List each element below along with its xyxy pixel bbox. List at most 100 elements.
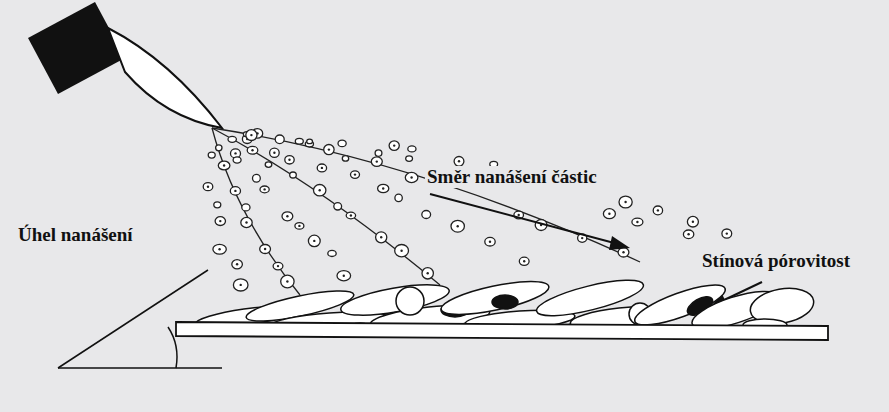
particle: [408, 146, 416, 152]
particle: [214, 202, 221, 208]
particle-core: [223, 164, 225, 166]
particle: [242, 204, 250, 211]
particle: [351, 171, 360, 179]
particle: [295, 138, 303, 144]
particle-core: [218, 248, 220, 250]
particle: [618, 248, 629, 257]
particle-core: [286, 215, 288, 217]
particle-core: [236, 263, 238, 265]
particle: [395, 194, 402, 201]
particle: [395, 245, 409, 257]
particle-core: [489, 241, 491, 243]
particle: [389, 141, 399, 150]
particle: [281, 275, 294, 288]
particle-core: [400, 250, 402, 252]
particle-core: [608, 213, 610, 215]
particle: [308, 235, 320, 246]
particles: [203, 129, 731, 291]
particle: [307, 139, 313, 144]
particle: [270, 148, 280, 157]
particle-core: [523, 260, 525, 262]
particle-core: [581, 237, 583, 239]
particle-core: [264, 248, 266, 250]
particle-core: [636, 221, 638, 223]
particle-core: [313, 240, 315, 242]
particle-core: [273, 152, 275, 154]
particle-core: [726, 232, 728, 234]
angle-mark: [58, 270, 222, 368]
particle: [687, 216, 698, 227]
particle: [275, 135, 284, 144]
particle-core: [354, 173, 356, 175]
particle-core: [692, 221, 694, 223]
particle: [290, 172, 297, 178]
stream-line: [212, 128, 300, 295]
particle: [371, 157, 382, 166]
particle-core: [382, 187, 384, 189]
particle-core: [234, 190, 236, 192]
particle: [233, 279, 248, 291]
particle: [375, 150, 382, 156]
particle: [232, 260, 243, 269]
particle-core: [458, 160, 460, 162]
particle: [422, 211, 431, 219]
stream-line: [212, 128, 640, 262]
particle-core: [277, 265, 279, 267]
particle-core: [624, 201, 626, 203]
particle: [603, 209, 615, 219]
particle: [260, 245, 271, 254]
particle: [722, 229, 732, 238]
particle: [653, 206, 662, 215]
particle: [247, 146, 258, 154]
particle: [314, 185, 326, 196]
particle-core: [657, 209, 659, 211]
particle: [337, 271, 351, 281]
direction-arrow: [430, 194, 630, 250]
particle-core: [207, 186, 209, 188]
particle-core: [687, 233, 689, 235]
particle-core: [622, 251, 624, 253]
particle: [405, 172, 418, 182]
particle: [213, 244, 226, 254]
particle-core: [380, 236, 382, 238]
particle: [346, 212, 355, 219]
particle-core: [250, 134, 252, 136]
particle-core: [286, 280, 288, 282]
particle-core: [393, 144, 395, 146]
particle: [683, 230, 693, 239]
particle: [406, 156, 413, 161]
stream-line: [212, 128, 440, 285]
particle: [216, 145, 222, 151]
particle: [265, 162, 272, 167]
particle: [338, 140, 346, 146]
particle: [519, 257, 529, 265]
direction-label: Směr nanášení částic: [425, 166, 599, 188]
particle: [328, 250, 336, 256]
particle-core: [288, 159, 290, 161]
particle: [285, 156, 294, 164]
particle-core: [219, 220, 221, 222]
particle: [324, 145, 334, 155]
particle: [342, 156, 348, 162]
particle: [218, 161, 230, 170]
spray-stream: [212, 128, 640, 295]
particle-core: [245, 221, 247, 223]
particle-core: [328, 148, 330, 150]
particle: [203, 183, 213, 191]
angle-label: Úhel nanášení: [16, 224, 135, 246]
particle-core: [376, 160, 378, 162]
particle: [215, 217, 225, 226]
particle-core: [240, 284, 242, 286]
particle-core: [298, 225, 300, 227]
particle: [295, 223, 304, 229]
particle: [241, 217, 252, 227]
particle: [273, 262, 283, 270]
particle-core: [410, 176, 412, 178]
particle: [208, 152, 215, 158]
particle-core: [263, 188, 265, 190]
particle-core: [251, 149, 253, 151]
particle: [334, 203, 342, 210]
particle: [253, 174, 261, 182]
particle: [317, 164, 326, 172]
